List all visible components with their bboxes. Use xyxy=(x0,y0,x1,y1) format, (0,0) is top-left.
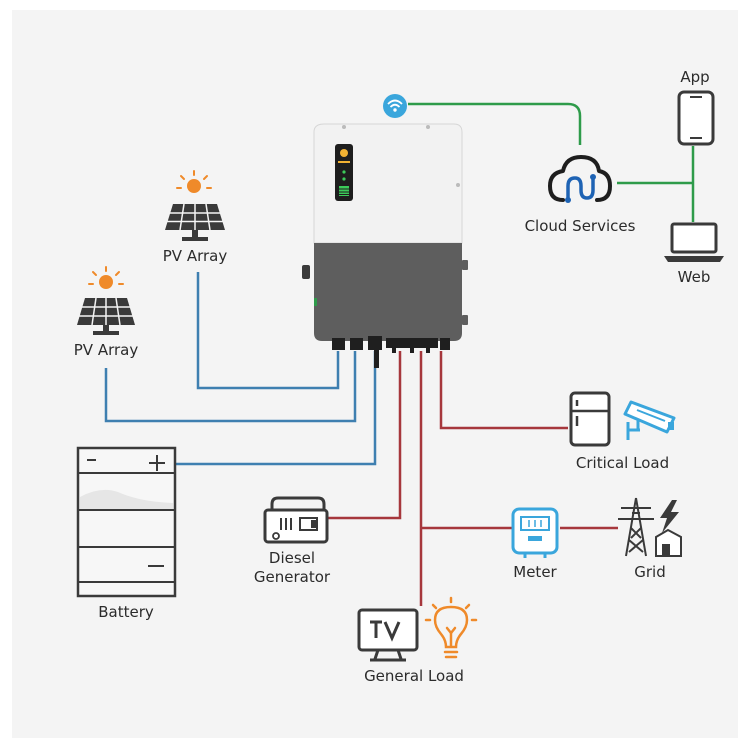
light-bulb-icon xyxy=(424,596,478,659)
label-meter: Meter xyxy=(513,563,557,581)
smartphone-icon xyxy=(677,90,715,146)
generator-icon xyxy=(263,496,329,544)
tv-icon xyxy=(357,608,419,662)
solar-panel-icon-upper xyxy=(165,170,225,241)
ac-lines xyxy=(326,351,618,606)
meter-icon xyxy=(511,507,559,558)
pv-upper-to-inverter-line xyxy=(196,272,340,390)
security-camera-icon xyxy=(623,400,676,440)
label-diesel-generator-line2: Generator xyxy=(253,568,331,586)
label-app: App xyxy=(680,68,710,86)
wifi-to-cloud-line xyxy=(408,102,582,145)
laptop-icon xyxy=(664,222,724,262)
pv-lower-to-inverter-line xyxy=(104,351,357,423)
label-grid: Grid xyxy=(634,563,666,581)
refrigerator-icon xyxy=(569,391,611,447)
label-web: Web xyxy=(677,268,711,286)
power-pylon-icon xyxy=(618,497,654,557)
critical-load-to-inverter-line xyxy=(439,351,568,430)
label-cloud-services: Cloud Services xyxy=(524,217,636,235)
inverter-icon xyxy=(302,123,468,368)
wifi-icon xyxy=(383,94,407,118)
label-diesel-generator-line1: Diesel xyxy=(268,549,316,567)
label-pv-array-lower: PV Array xyxy=(73,341,139,359)
label-critical-load: Critical Load xyxy=(575,454,670,472)
dc-lines xyxy=(104,272,377,466)
data-lines xyxy=(408,102,695,222)
cloud-icon xyxy=(548,155,612,203)
label-battery: Battery xyxy=(98,603,154,621)
battery-to-inverter-line xyxy=(175,351,377,466)
label-general-load: General Load xyxy=(364,667,464,685)
label-pv-array-upper: PV Array xyxy=(162,247,228,265)
lightning-icon xyxy=(660,500,679,533)
house-icon xyxy=(655,528,682,557)
generator-to-inverter-line xyxy=(326,351,402,520)
solar-panel-icon-lower xyxy=(77,266,135,335)
battery-icon xyxy=(76,446,177,598)
